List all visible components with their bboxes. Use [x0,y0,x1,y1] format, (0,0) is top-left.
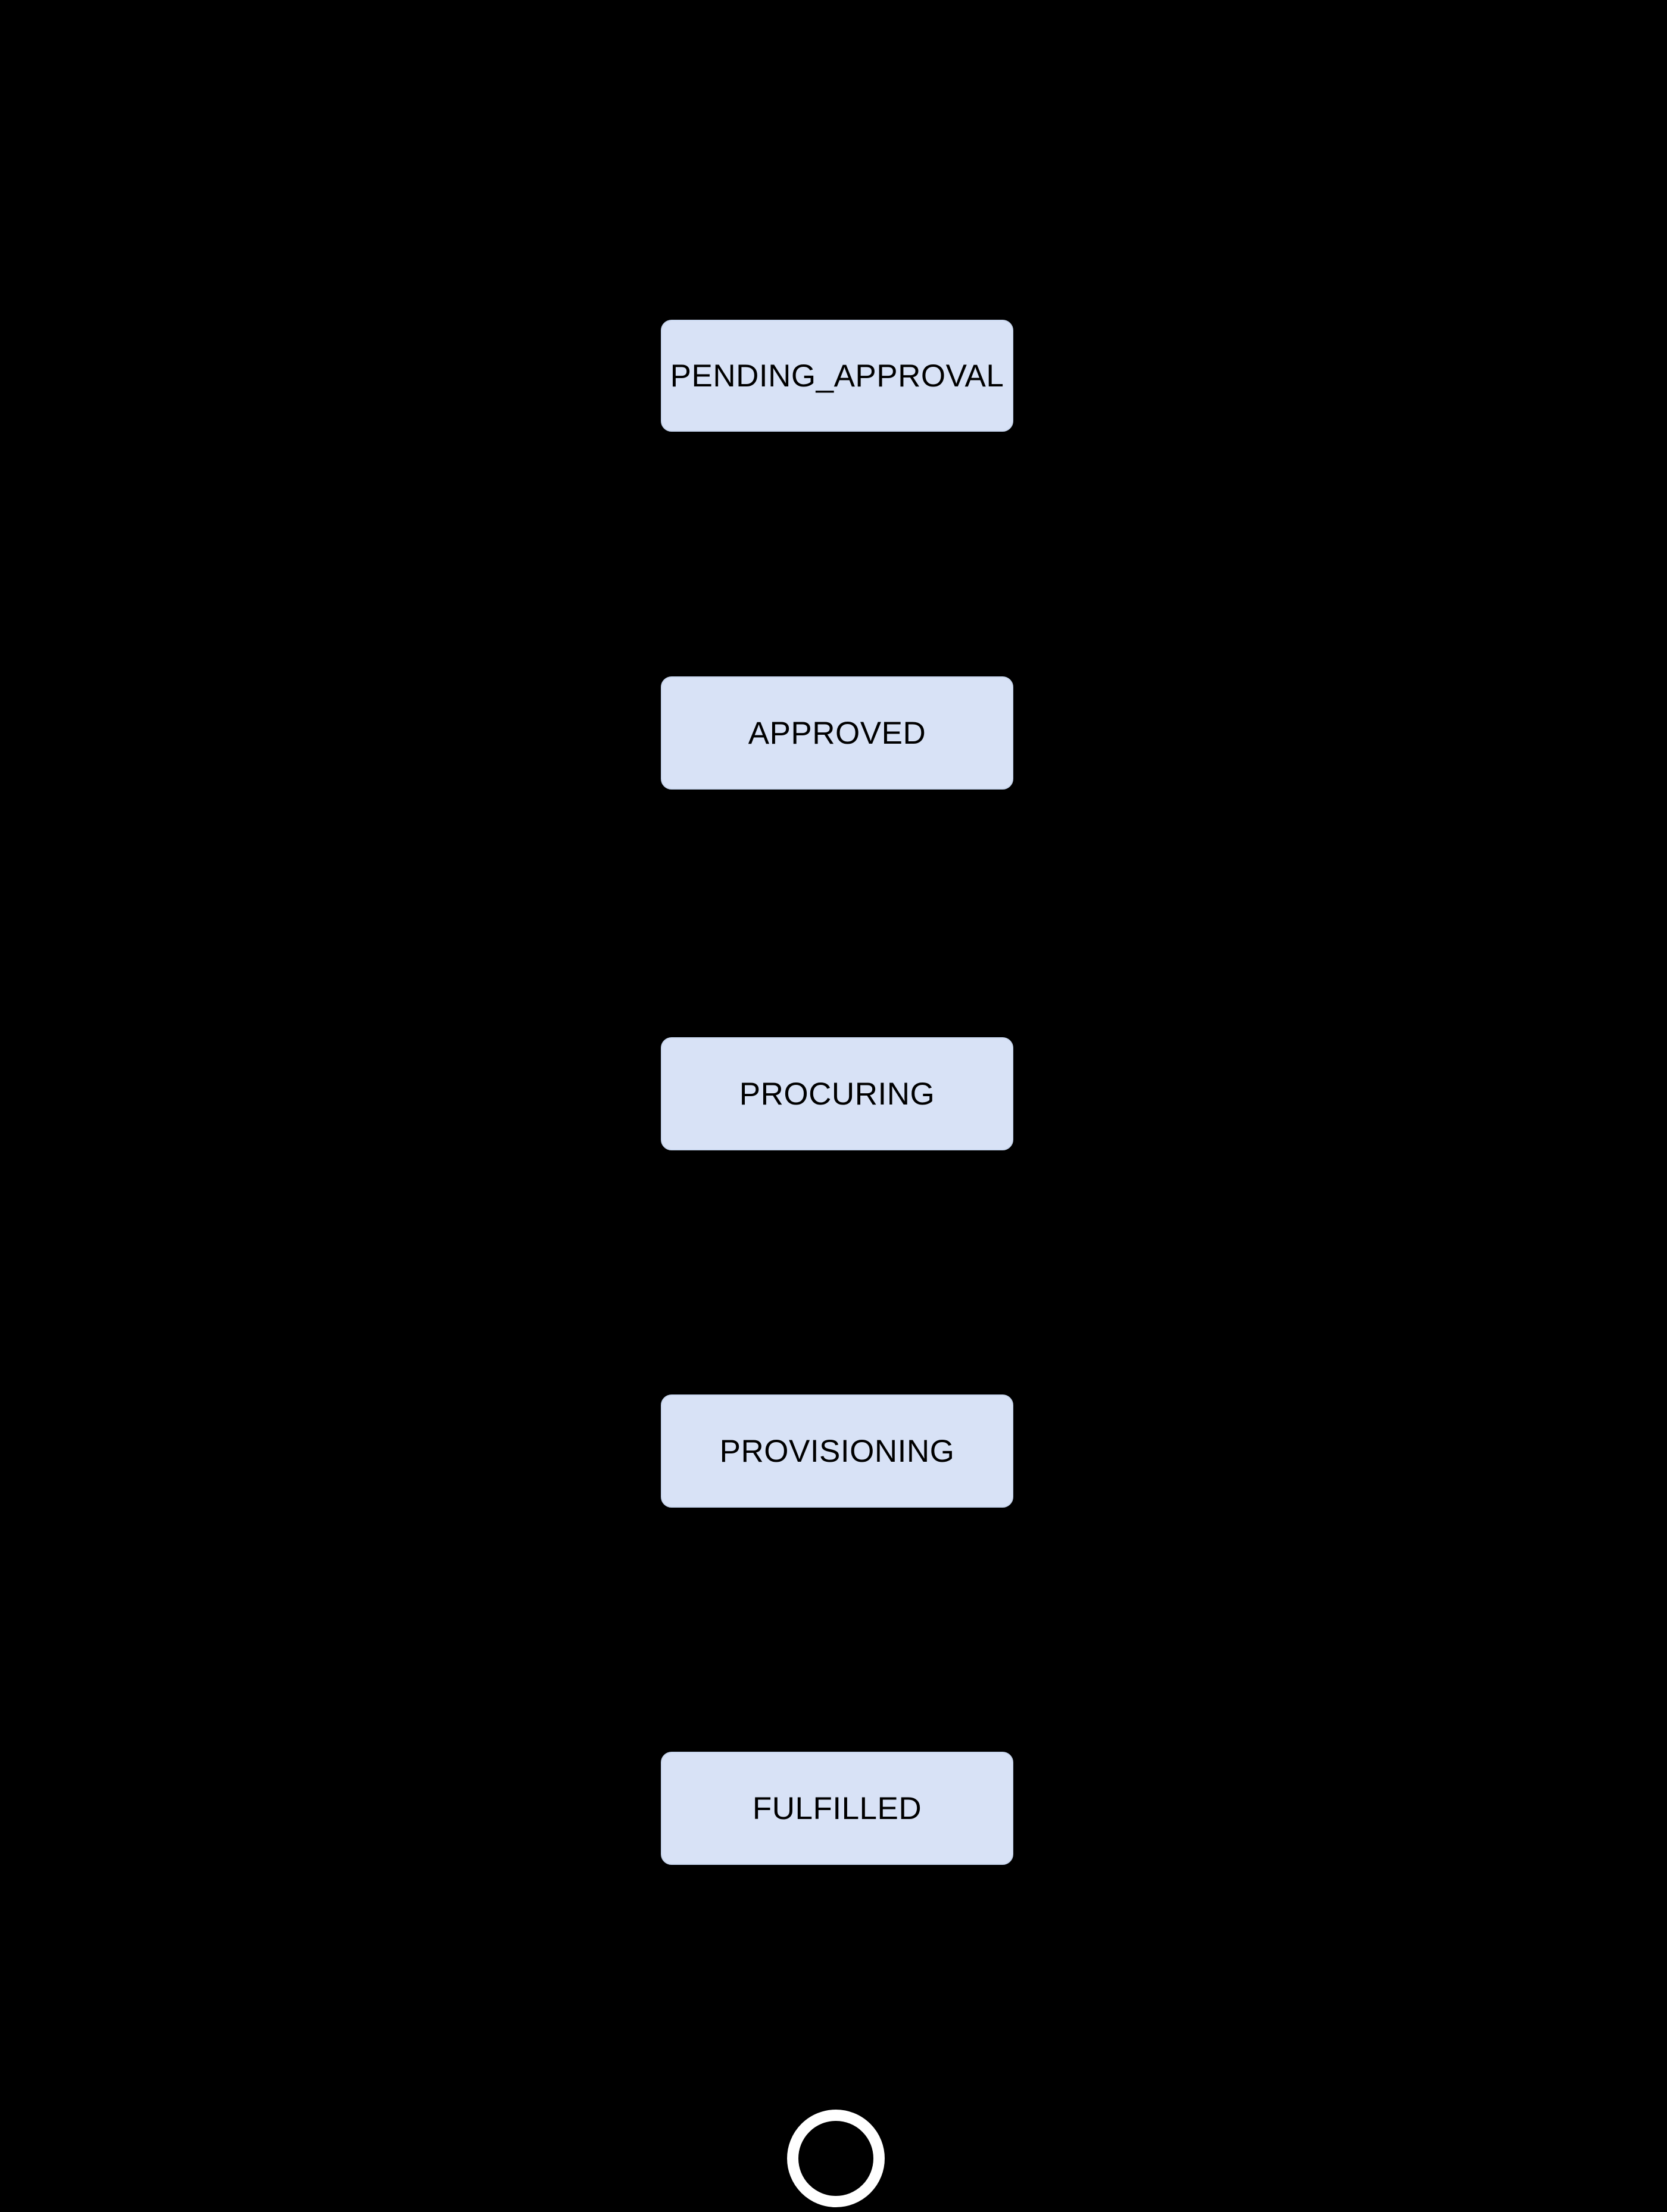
state-node-label: PROVISIONING [719,1433,955,1469]
state-node-label: APPROVED [748,715,926,751]
state-node-pending-approval: PENDING_APPROVAL [661,320,1013,432]
state-node-label: FULFILLED [752,1790,922,1826]
state-node-provisioning: PROVISIONING [661,1394,1013,1508]
state-node-label: PROCURING [739,1076,935,1112]
state-node-fulfilled: FULFILLED [661,1752,1013,1865]
final-state-icon [787,2110,885,2207]
state-node-procuring: PROCURING [661,1037,1013,1150]
state-node-label: PENDING_APPROVAL [670,358,1004,394]
state-node-approved: APPROVED [661,676,1013,790]
